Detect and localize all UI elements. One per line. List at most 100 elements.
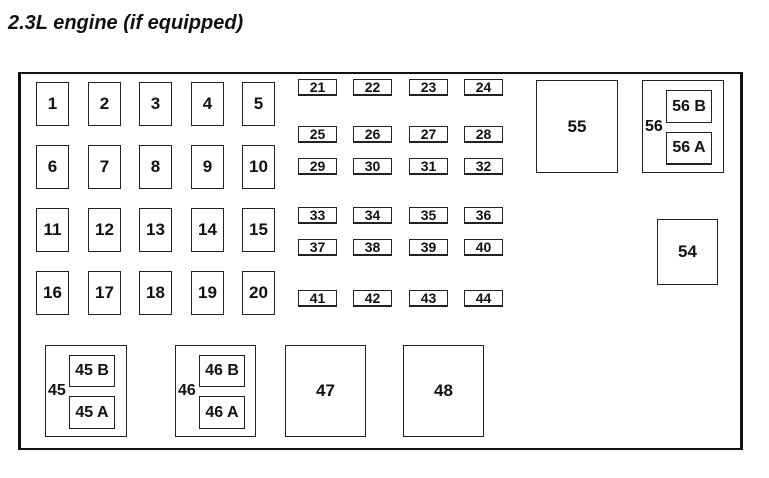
fuse-label: 23 [420,79,437,95]
fuse-label: 19 [198,283,217,302]
fuse-42: 42 [353,290,392,307]
fuse-40: 40 [464,239,503,256]
fuse-17: 17 [88,271,121,315]
fuse-label: 27 [420,126,437,142]
relay-54-label: 54 [678,242,697,261]
fuse-11: 11 [36,208,69,252]
fuse-label: 28 [475,126,492,142]
fuse-27: 27 [409,126,448,143]
fuse-18: 18 [139,271,172,315]
relay-45-label: 45 [48,382,66,399]
relay-56b-label: 56 B [672,97,706,115]
relay-46a-label: 46 A [205,403,239,421]
fuse-label: 37 [309,239,326,255]
fuse-label: 39 [420,239,437,255]
fuse-2: 2 [88,82,121,126]
fuse-label: 30 [364,158,381,174]
fuse-13: 13 [139,208,172,252]
fuse-label: 40 [475,239,492,255]
fuse-label: 9 [202,157,213,176]
fuse-29: 29 [298,158,337,175]
fuse-41: 41 [298,290,337,307]
fuse-16: 16 [36,271,69,315]
relay-47: 47 [285,345,366,437]
relay-45a-label: 45 A [75,403,109,421]
relay-45b: 45 B [69,355,115,387]
fuse-label: 13 [146,220,165,239]
fuse-32: 32 [464,158,503,175]
fuse-label: 20 [249,283,268,302]
fuse-label: 18 [146,283,165,302]
fuse-14: 14 [191,208,224,252]
fuse-25: 25 [298,126,337,143]
relay-46a: 46 A [199,396,245,429]
fuse-28: 28 [464,126,503,143]
fuse-label: 31 [420,158,437,174]
fuse-label: 21 [309,79,326,95]
fuse-9: 9 [191,145,224,189]
fuse-label: 16 [43,283,62,302]
relay-56b: 56 B [666,90,712,123]
fuse-37: 37 [298,239,337,256]
fuse-24: 24 [464,79,503,96]
fuse-label: 11 [43,220,62,239]
fuse-label: 1 [47,94,58,113]
fuse-6: 6 [36,145,69,189]
fuse-label: 15 [249,220,268,239]
fuse-label: 5 [253,94,264,113]
fuse-label: 29 [309,158,326,174]
fuse-15: 15 [242,208,275,252]
fuse-43: 43 [409,290,448,307]
fuse-34: 34 [353,207,392,224]
fuse-label: 3 [150,94,161,113]
fuse-label: 12 [95,220,114,239]
fuse-label: 2 [99,94,110,113]
fuse-label: 26 [364,126,381,142]
fuse-label: 6 [47,157,58,176]
relay-47-label: 47 [316,381,335,400]
relay-55: 55 [536,80,618,173]
fuse-label: 36 [475,207,492,223]
fuse-label: 8 [150,157,161,176]
fuse-38: 38 [353,239,392,256]
fuse-8: 8 [139,145,172,189]
fuse-44: 44 [464,290,503,307]
fuse-1: 1 [36,82,69,126]
fuse-label: 43 [420,290,437,306]
relay-56-label: 56 [645,118,663,135]
relay-46b: 46 B [199,355,245,387]
fuse-label: 7 [99,157,110,176]
fuse-label: 4 [202,94,213,113]
fuse-label: 22 [364,79,381,95]
fuse-33: 33 [298,207,337,224]
relay-56a: 56 A [666,132,712,165]
relay-48: 48 [403,345,484,437]
relay-48-label: 48 [434,381,453,400]
relay-55-label: 55 [567,116,587,136]
fuse-label: 44 [475,290,492,306]
fuse-12: 12 [88,208,121,252]
fuse-39: 39 [409,239,448,256]
fuse-22: 22 [353,79,392,96]
fuse-label: 34 [364,207,381,223]
relay-46-label: 46 [178,382,196,399]
relay-45a: 45 A [69,396,115,429]
relay-56a-label: 56 A [672,139,706,156]
fuse-21: 21 [298,79,337,96]
diagram-title: 2.3L engine (if equipped) [8,12,244,34]
fuse-7: 7 [88,145,121,189]
fuse-label: 25 [309,126,326,142]
fuse-19: 19 [191,271,224,315]
relay-54: 54 [657,219,718,285]
relay-46b-label: 46 B [205,362,239,379]
fuse-31: 31 [409,158,448,175]
fuse-label: 14 [198,220,217,239]
fuse-5: 5 [242,82,275,126]
fuse-label: 17 [95,283,114,302]
fuse-35: 35 [409,207,448,224]
fuse-20: 20 [242,271,275,315]
fuse-panel-outline [18,72,743,450]
fuse-36: 36 [464,207,503,224]
fuse-26: 26 [353,126,392,143]
fuse-label: 41 [309,290,326,306]
